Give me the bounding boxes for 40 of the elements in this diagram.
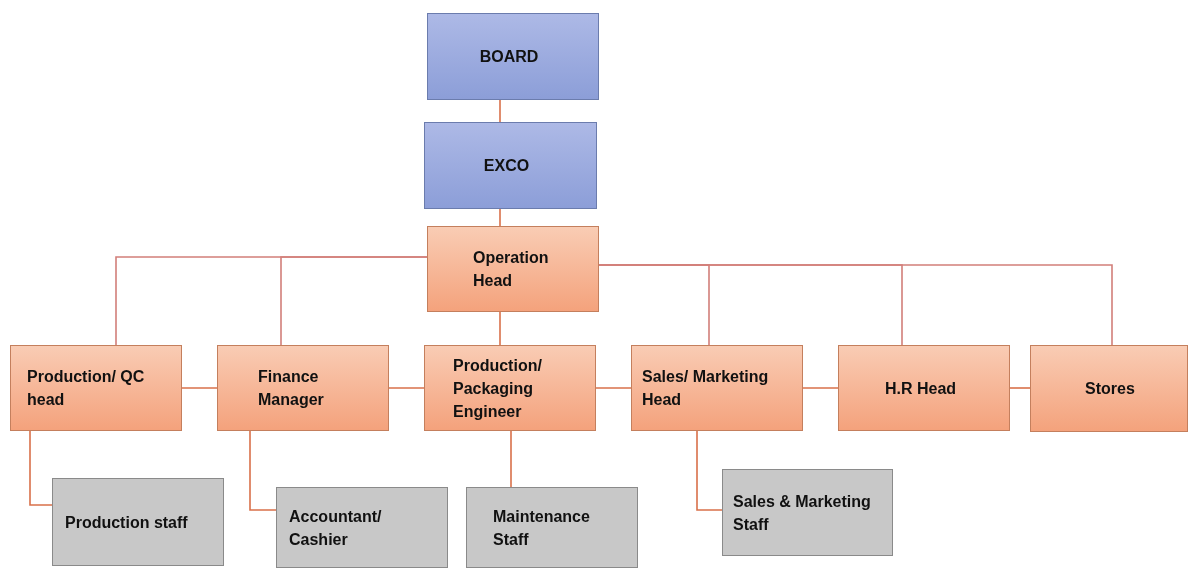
staff-box — [722, 469, 893, 556]
position-title: Sales/ Marketing Head — [642, 367, 770, 410]
connector-line — [499, 99, 501, 123]
position-title: EXCO — [483, 156, 530, 176]
connector-line — [181, 387, 218, 389]
position-title: BOARD — [479, 47, 539, 67]
position-title: H.R Head — [885, 378, 957, 399]
staff-box — [276, 487, 448, 568]
connector-line — [499, 208, 501, 227]
position-title: Production/ QC head — [27, 367, 146, 410]
position-title: Stores — [1085, 379, 1135, 399]
staff-box — [52, 478, 224, 566]
staff-box — [466, 487, 638, 568]
position-box — [1030, 345, 1188, 432]
position-title: Maintenance Staff — [493, 506, 591, 550]
connector-line — [595, 387, 632, 389]
governance-box — [424, 122, 597, 209]
position-title: Operation Head — [473, 248, 550, 291]
position-box — [427, 226, 599, 312]
position-title: Finance Manager — [258, 367, 325, 410]
connector-line — [802, 387, 839, 389]
position-box — [10, 345, 182, 431]
position-title: Production staff — [65, 512, 188, 533]
connector-line — [388, 387, 425, 389]
connector-line — [499, 311, 501, 346]
position-title: Sales & Marketing Staff — [733, 491, 872, 535]
position-box — [217, 345, 389, 431]
connector-line — [510, 430, 512, 488]
position-title: Production/ Packaging Engineer — [453, 355, 543, 422]
connector-line — [1009, 387, 1031, 389]
governance-box — [427, 13, 599, 100]
position-box — [838, 345, 1010, 431]
position-box — [631, 345, 803, 431]
connector-line — [598, 264, 1113, 346]
position-title: Accountant/ Cashier — [289, 506, 383, 550]
position-box — [424, 345, 596, 431]
connector-line — [249, 430, 277, 511]
connector-line — [29, 430, 53, 506]
connector-line — [696, 430, 723, 511]
connector-line — [280, 256, 428, 346]
